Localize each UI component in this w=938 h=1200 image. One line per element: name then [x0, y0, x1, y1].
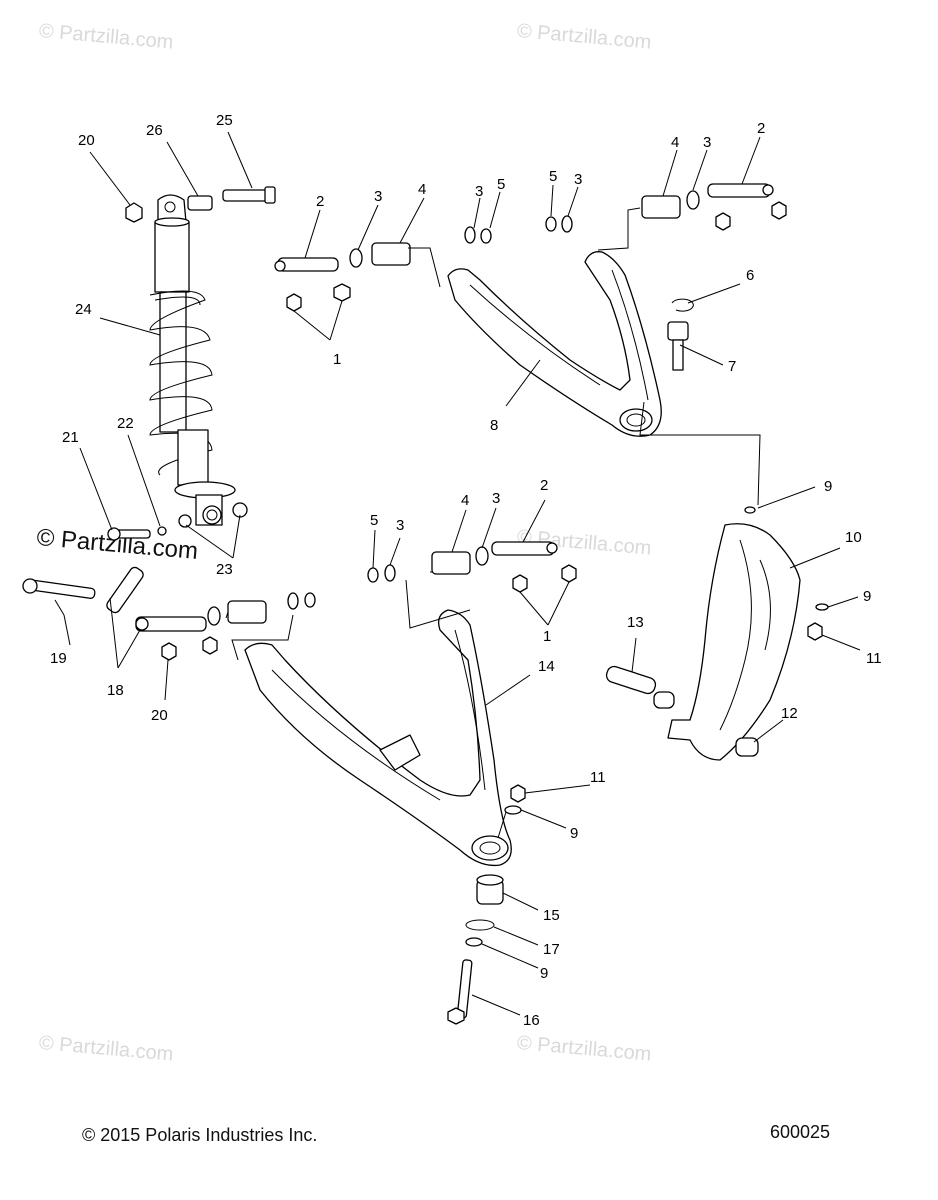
- callout-9: 9: [570, 825, 578, 842]
- callout-3: 3: [574, 171, 582, 188]
- callout-8: 8: [490, 417, 498, 434]
- callout-3: 3: [475, 183, 483, 200]
- callout-21: 21: [62, 429, 79, 446]
- lower-arm-upper-hardware: [367, 541, 577, 593]
- callout-10: 10: [845, 529, 862, 546]
- lower-ball-joint-stack: [447, 784, 526, 1025]
- callout-23: 23: [216, 561, 233, 578]
- callout-18: 18: [107, 682, 124, 699]
- callout-3: 3: [396, 517, 404, 534]
- lower-a-arm: [244, 609, 512, 867]
- shock-bottom-hardware: [107, 502, 248, 541]
- callout-26: 26: [146, 122, 163, 139]
- callout-9: 9: [824, 478, 832, 495]
- upper-a-arm: [447, 251, 662, 437]
- callout-9: 9: [863, 588, 871, 605]
- callout-12: 12: [781, 705, 798, 722]
- callout-20: 20: [151, 707, 168, 724]
- callout-16: 16: [523, 1012, 540, 1029]
- callout-4: 4: [671, 134, 679, 151]
- spindle-knuckle: [605, 506, 829, 761]
- callout-15: 15: [543, 907, 560, 924]
- upper-arm-right-hardware: [545, 183, 787, 233]
- callout-2: 2: [757, 120, 765, 137]
- callout-11: 11: [866, 650, 882, 667]
- callout-5: 5: [370, 512, 378, 529]
- callout-4: 4: [418, 181, 426, 198]
- callout-3: 3: [492, 490, 500, 507]
- callout-2: 2: [316, 193, 324, 210]
- callout-4: 4: [461, 492, 469, 509]
- callout-24: 24: [75, 301, 92, 318]
- callout-5: 5: [497, 176, 505, 193]
- shock-top-hardware: [125, 186, 276, 223]
- callout-25: 25: [216, 112, 233, 129]
- upper-ball-joint: [667, 298, 694, 371]
- callout-labels: 20 26 25 2 3 4 3 5 5 3 4 3 2 24 6 1 7 8 …: [50, 112, 882, 1029]
- callout-9: 9: [540, 965, 548, 982]
- callout-3: 3: [703, 134, 711, 151]
- callout-20: 20: [78, 132, 95, 149]
- copyright-notice: © 2015 Polaris Industries Inc.: [82, 1125, 318, 1145]
- callout-11: 11: [590, 769, 606, 786]
- callout-2: 2: [540, 477, 548, 494]
- shock-absorber: [149, 194, 236, 526]
- callout-7: 7: [728, 358, 736, 375]
- upper-arm-left-hardware: [274, 226, 492, 312]
- callout-22: 22: [117, 415, 134, 432]
- callout-1: 1: [543, 628, 551, 645]
- callout-3: 3: [374, 188, 382, 205]
- callout-6: 6: [746, 267, 754, 284]
- callout-5: 5: [549, 168, 557, 185]
- callout-13: 13: [627, 614, 644, 631]
- lower-arm-left-hardware: [22, 566, 316, 661]
- leader-lines: [54, 131, 861, 1016]
- callout-14: 14: [538, 658, 555, 675]
- callout-19: 19: [50, 650, 67, 667]
- callout-17: 17: [543, 941, 560, 958]
- callout-1: 1: [333, 351, 341, 368]
- drawing-number: 600025: [770, 1122, 831, 1142]
